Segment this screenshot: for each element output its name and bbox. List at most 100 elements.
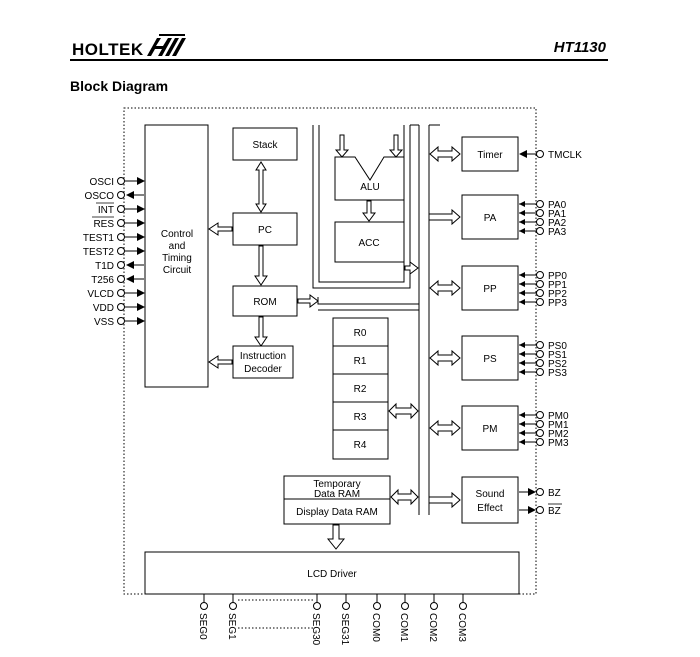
data-ram-block (283, 475, 391, 525)
right-pin-circle (536, 341, 544, 349)
left-pin-circle (117, 233, 125, 241)
register-r0: R0 (354, 328, 367, 339)
right-pin-label: PA0 (548, 200, 567, 211)
right-pin-label: PP1 (548, 280, 567, 291)
pc-label: PC (258, 225, 272, 236)
right-pin-arrowhead (519, 439, 525, 445)
right-pin-circle (536, 289, 544, 297)
right-pin-circle (536, 200, 544, 208)
right-pin-circle (536, 429, 544, 437)
register-r3: R3 (354, 412, 367, 423)
logo-mark-icon (147, 34, 186, 56)
bottom-pin-label: COM1 (398, 613, 409, 642)
temp-ram-label-2: Data RAM (314, 489, 360, 500)
pp-label: PP (483, 284, 497, 295)
bottom-pin-label: COM0 (370, 613, 381, 642)
right-pin-label: TMCLK (548, 150, 582, 161)
timer-block (461, 136, 519, 172)
ram-bus-arrow (390, 488, 419, 506)
right-pin-arrowhead (519, 272, 525, 278)
decoder-block (232, 345, 294, 379)
acc-bus-arrow (404, 261, 419, 275)
bottom-pin-label: COM3 (456, 613, 467, 642)
alu-input-left (334, 134, 350, 158)
right-pin-label: BZ (548, 488, 561, 499)
decoder-label-2: Decoder (244, 364, 282, 375)
left-pin-label: T1D (95, 261, 114, 272)
right-pin-circle (536, 368, 544, 376)
right-pin-label: PS3 (548, 368, 567, 379)
register-file (332, 317, 389, 460)
right-pin-label: PP3 (548, 298, 567, 309)
right-pin-circle (536, 280, 544, 288)
right-pin-label: PA1 (548, 209, 567, 220)
lcd-driver-label: LCD Driver (307, 569, 357, 580)
control-label-3: Timing (162, 253, 192, 264)
pp-group: PP (429, 265, 519, 311)
left-pin-label: INT (98, 205, 114, 216)
bottom-pin-label: SEG30 (310, 613, 321, 646)
right-pin-circle (536, 420, 544, 428)
pm-block (461, 405, 519, 451)
left-pin-circle (117, 205, 125, 213)
left-pin-label: TEST2 (83, 247, 115, 258)
acc-label: ACC (358, 238, 379, 249)
right-pin-arrowhead (519, 430, 525, 436)
bottom-pin-label: SEG31 (339, 613, 350, 646)
right-pins: TMCLKPA0PA1PA2PA3PP0PP1PP2PP3PS0PS1PS2PS… (519, 150, 582, 517)
left-pin-circle (117, 303, 125, 311)
decoder-control-arrow (208, 355, 233, 369)
pm-label: PM (483, 424, 498, 435)
ps-group: PS (429, 335, 519, 381)
left-pin-label: RES (93, 219, 114, 230)
right-pin-arrowhead (519, 360, 525, 366)
left-pin-label: TEST1 (83, 233, 115, 244)
sound-block (461, 476, 519, 524)
right-pin-arrowhead (519, 421, 525, 427)
sound-bus-arrow (428, 491, 461, 509)
alu-input-right (388, 134, 404, 158)
right-pin-circle (536, 506, 544, 514)
sound-group: Sound Effect (428, 476, 519, 524)
acc-block (334, 221, 405, 263)
rom-register-bus (317, 297, 419, 311)
alu-acc-arrow (362, 200, 376, 222)
bottom-pin-circle (342, 602, 350, 610)
right-pin-label: PP2 (548, 289, 567, 300)
control-label-2: and (169, 241, 186, 252)
right-pin-label: PP0 (548, 271, 567, 282)
section-title: Block Diagram (70, 78, 169, 94)
register-r2: R2 (354, 384, 367, 395)
part-number: HT1130 (553, 39, 606, 56)
right-pin-circle (536, 411, 544, 419)
ps-bus-arrow (429, 349, 461, 367)
holtek-logo: HOLTEK (72, 34, 186, 60)
pa-bus-arrow (428, 208, 461, 226)
right-pin-label: PM3 (548, 438, 569, 449)
right-pin-label: BZ (548, 506, 561, 517)
rom-block (232, 285, 298, 317)
right-pin-circle (536, 227, 544, 235)
right-pin-circle (536, 488, 544, 496)
rom-label: ROM (253, 297, 276, 308)
right-pin-label: PM1 (548, 420, 569, 431)
right-pin-label: PA2 (548, 218, 567, 229)
display-ram-label: Display Data RAM (296, 507, 378, 518)
right-pin-arrowhead (519, 210, 525, 216)
temp-ram-label-1: Temporary (313, 479, 360, 490)
stack-pc-arrow (255, 161, 267, 213)
register-bus-arrow (388, 402, 419, 420)
control-timing-block (144, 124, 209, 388)
rom-decoder-arrow (254, 316, 268, 347)
bottom-pin-circle (373, 602, 381, 610)
right-pin-arrowhead (519, 228, 525, 234)
ps-label: PS (483, 354, 497, 365)
left-pin-label: VDD (93, 303, 114, 314)
pm-bus-arrow (429, 419, 461, 437)
bottom-pin-circle (313, 602, 321, 610)
bottom-pin-circle (401, 602, 409, 610)
left-pins: OSCIOSCOINTRESTEST1TEST2T1DT256VLCDVDDVS… (83, 177, 145, 328)
left-pin-circle (117, 191, 125, 199)
bottom-pin-circle (229, 602, 237, 610)
